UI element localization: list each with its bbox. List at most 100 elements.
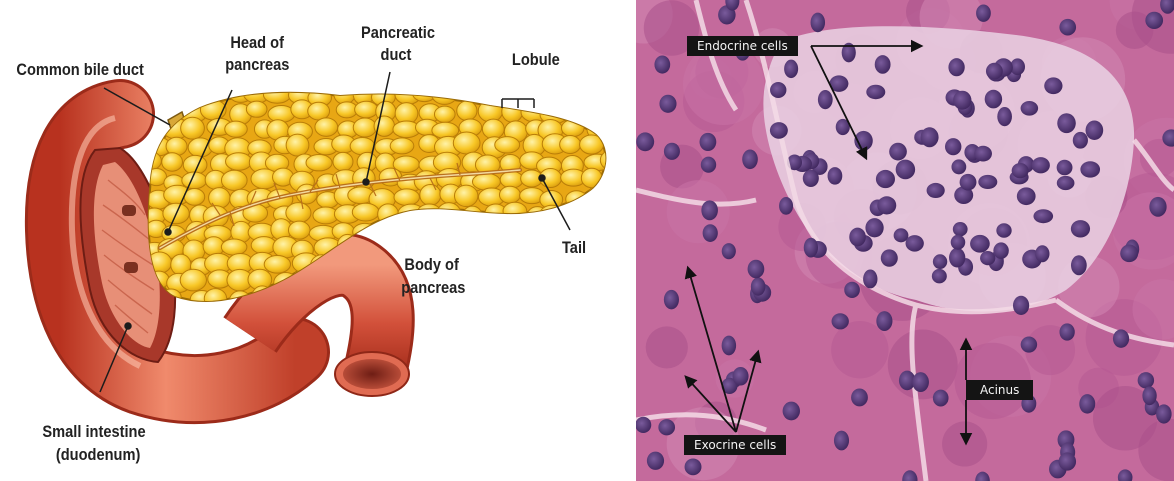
lobule-shape <box>495 137 520 153</box>
lobule-shape <box>209 188 231 209</box>
acinar-nucleus <box>811 13 825 33</box>
islet-nucleus <box>1021 101 1039 116</box>
lobule-shape <box>350 137 375 154</box>
lobule-shape <box>394 189 419 206</box>
lobule-shape <box>560 135 581 153</box>
lobule-shape <box>564 83 587 101</box>
lobule-shape <box>527 240 548 259</box>
lobule-shape <box>462 206 482 227</box>
lobule-shape <box>498 275 520 292</box>
lobule-shape <box>459 218 480 240</box>
lobule-shape <box>606 289 625 308</box>
islet-nucleus <box>889 143 907 161</box>
acinar-nucleus <box>703 224 718 242</box>
lobule-shape <box>306 155 332 171</box>
lobule-shape <box>263 86 291 103</box>
acinar-nucleus <box>1071 255 1087 275</box>
lobule-shape <box>586 223 612 244</box>
islet-nucleus <box>894 228 909 242</box>
acinar-nucleus <box>784 60 798 78</box>
lobule-shape <box>607 140 625 158</box>
acinar-nucleus <box>770 122 788 139</box>
islet-nucleus <box>996 223 1011 237</box>
body-of-pancreas-label-line1: Body of <box>404 255 458 275</box>
lobule-shape <box>221 239 247 255</box>
islet-nucleus <box>945 138 961 155</box>
islet-nucleus <box>978 175 997 189</box>
pancreatic-duct-label-line2: duct <box>381 45 412 65</box>
lobule-shape <box>523 288 544 308</box>
lobule-shape <box>165 84 186 105</box>
islet-nucleus <box>986 63 1003 80</box>
islet-nucleus <box>921 127 939 147</box>
acinar-nucleus <box>658 419 675 435</box>
acinar-nucleus <box>770 82 786 98</box>
acinar-nucleus <box>976 4 991 21</box>
lobule-shape <box>536 273 563 292</box>
lobule-shape <box>204 289 226 309</box>
lobule-shape <box>604 276 625 294</box>
islet-nucleus <box>1086 120 1104 140</box>
lobule-shape <box>463 84 487 103</box>
lobule-shape <box>288 221 310 239</box>
islet-nucleus <box>993 242 1008 259</box>
acinar-nucleus <box>722 243 736 259</box>
islet-nucleus <box>951 159 966 174</box>
lobule-shape <box>605 89 625 107</box>
islet-nucleus <box>1057 113 1076 133</box>
acinar-nucleus <box>751 277 766 295</box>
acinus-label: Acinus <box>966 380 1033 400</box>
acinar-nucleus <box>742 149 758 169</box>
lobule-shape <box>334 84 355 105</box>
lobule-shape <box>286 203 311 223</box>
lobule-shape <box>545 87 571 107</box>
lobule-shape <box>457 101 477 121</box>
small-intestine-label-line1: Small intestine <box>42 422 145 442</box>
islet-nucleus <box>1080 161 1100 177</box>
lobule-shape <box>600 149 625 170</box>
islet-nucleus <box>948 58 964 76</box>
lobule-shape <box>184 189 205 206</box>
acinar-nucleus <box>1059 323 1074 340</box>
lobule-shape <box>545 291 567 307</box>
acinar-nucleus <box>779 197 793 215</box>
lobule-shape <box>604 185 625 205</box>
islet-nucleus <box>865 218 883 237</box>
islet-nucleus <box>953 91 971 110</box>
head-of-pancreas-label-line1: Head of <box>230 33 284 53</box>
islet-nucleus <box>932 269 947 284</box>
lobule-shape <box>355 101 378 118</box>
acinar-nucleus <box>1145 12 1163 29</box>
islet-nucleus <box>951 235 966 250</box>
lobule-shape <box>581 168 602 188</box>
lobule-shape <box>503 289 526 307</box>
acinar-texture <box>667 180 730 243</box>
lobule-shape <box>221 170 247 190</box>
acinar-nucleus <box>1013 296 1029 315</box>
acinar-nucleus <box>1113 329 1129 347</box>
common-bile-duct-label: Common bile duct <box>16 60 144 80</box>
islet-nucleus <box>818 90 833 109</box>
lobule-shape <box>584 154 611 171</box>
lobule-shape <box>180 269 206 291</box>
lobule-shape <box>286 134 309 156</box>
lobule-shape <box>420 185 441 206</box>
lobule-shape <box>140 152 161 170</box>
islet-nucleus <box>881 249 898 266</box>
exocrine-cells-label: Exocrine cells <box>684 435 786 455</box>
acinar-nucleus <box>863 269 877 288</box>
islet-nucleus <box>980 251 995 265</box>
islet-nucleus <box>953 222 968 236</box>
lobule-shape <box>501 220 523 239</box>
lobule-shape <box>586 270 608 289</box>
lobule-shape <box>540 240 561 256</box>
islet-nucleus <box>1035 245 1049 262</box>
lobule-shape <box>587 186 614 202</box>
lobule-shape <box>472 173 500 190</box>
islet-nucleus <box>1017 187 1036 205</box>
lobule-shape <box>605 170 625 190</box>
islet-nucleus <box>927 183 945 198</box>
acinar-texture <box>831 321 888 378</box>
islet-nucleus <box>896 160 915 180</box>
